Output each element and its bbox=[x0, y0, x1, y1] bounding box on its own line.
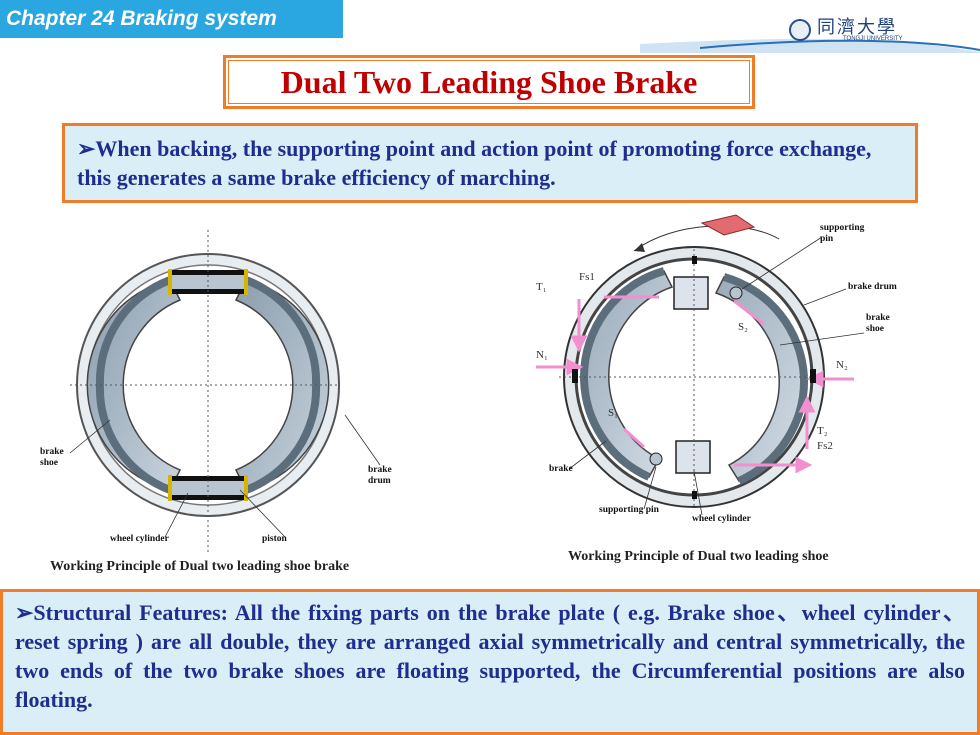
label-brake: brake bbox=[549, 464, 573, 474]
symbol-fs1: Fs1 bbox=[579, 271, 595, 283]
figure-right: supporting pin brake drum brake shoe bra… bbox=[524, 209, 914, 573]
label-brake-drum: brake drum bbox=[848, 282, 897, 292]
label-brake-drum: brake drum bbox=[368, 465, 392, 486]
chapter-label: Chapter 24 Braking system bbox=[0, 0, 343, 38]
left-brake-diagram bbox=[69, 230, 381, 555]
slide-title: Dual Two Leading Shoe Brake bbox=[223, 55, 755, 109]
label-piston: piston bbox=[262, 534, 287, 544]
symbol-n2: N₂ bbox=[836, 359, 848, 371]
label-supporting-pin-bottom: supporting pin bbox=[599, 505, 659, 515]
figure-left-caption: Working Principle of Dual two leading sh… bbox=[50, 559, 350, 574]
label-brake-shoe: brake shoe bbox=[866, 313, 890, 334]
backing-note: ➢When backing, the supporting point and … bbox=[62, 123, 918, 203]
symbol-n1: N₁ bbox=[536, 349, 548, 361]
rotation-marker bbox=[700, 214, 756, 236]
header-swoosh bbox=[640, 38, 980, 53]
label-wheel-cylinder: wheel cylinder bbox=[692, 514, 751, 524]
symbol-t1: T₁ bbox=[536, 281, 547, 293]
university-name-cn: 同濟大學 bbox=[817, 17, 897, 38]
right-brake-diagram bbox=[536, 214, 865, 516]
symbol-fs2: Fs2 bbox=[817, 440, 833, 452]
university-seal-icon bbox=[789, 19, 811, 41]
symbol-s2: S₂ bbox=[738, 321, 748, 333]
label-wheel-cylinder: wheel cylinder bbox=[110, 534, 169, 544]
symbol-t2: T₂ bbox=[817, 425, 828, 437]
figure-right-caption: Working Principle of Dual two leading sh… bbox=[568, 549, 829, 564]
university-name-en: TONGJI UNIVERSITY bbox=[843, 36, 903, 42]
label-supporting-pin-top: supporting pin bbox=[820, 223, 865, 244]
figure-left: brake shoe brake drum wheel cylinder pis… bbox=[40, 225, 408, 582]
bottom-wheel-cylinder bbox=[168, 475, 248, 501]
label-brake-shoe: brake shoe bbox=[40, 447, 64, 468]
symbol-s1: S₁ bbox=[608, 407, 618, 419]
structural-features: ➢Structural Features: All the fixing par… bbox=[0, 589, 980, 735]
